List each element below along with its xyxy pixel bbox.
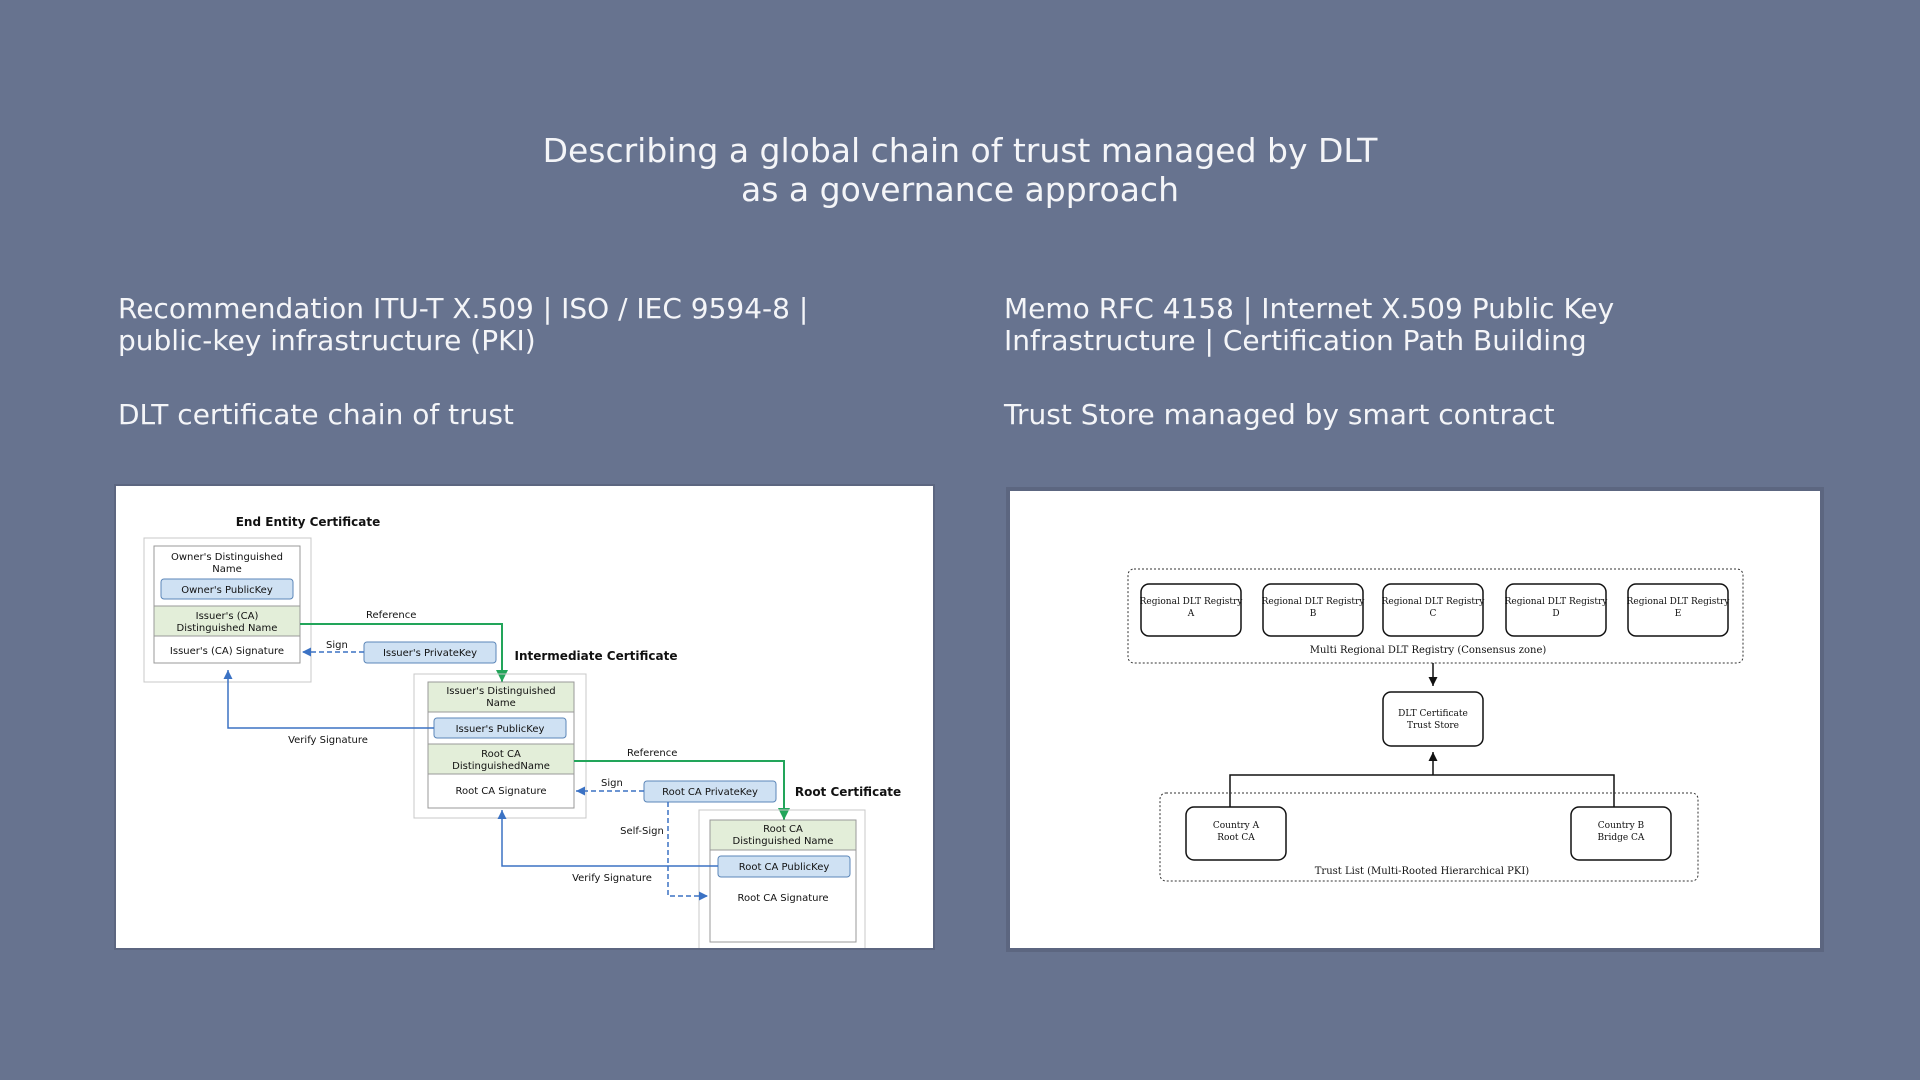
intermediate-title: Intermediate Certificate xyxy=(515,649,678,663)
registry-c: Regional DLT Registry C xyxy=(1382,583,1486,637)
ee-reference-arrow xyxy=(300,623,508,682)
end-entity-card xyxy=(153,545,301,664)
country-a-line-2: Root CA xyxy=(1217,833,1255,843)
int-verify-arrow xyxy=(497,810,718,867)
left-heading-line-1: Recommendation ITU-T X.509 | ISO / IEC 9… xyxy=(118,292,809,325)
right-heading-line-2: Infrastructure | Certification Path Buil… xyxy=(1004,324,1587,357)
registry-c-letter: C xyxy=(1430,609,1437,619)
int-sign-label: Sign xyxy=(601,778,623,789)
trust-list-label: Trust List (Multi-Rooted Hierarchical PK… xyxy=(1315,866,1530,877)
int-verify-label: Verify Signature xyxy=(572,873,652,884)
end-entity-title: End Entity Certificate xyxy=(236,515,381,529)
owner-publickey: Owner's PublicKey xyxy=(181,585,273,596)
trust-store-line-2: Trust Store xyxy=(1407,721,1459,731)
int-issuer-dn-box xyxy=(427,681,575,713)
left-heading-line-2: public-key infrastructure (PKI) xyxy=(118,324,536,357)
root-selfsign-arrow xyxy=(667,802,708,901)
root-dn-1: Root CA xyxy=(763,824,803,835)
left-subheading: DLT certificate chain of trust xyxy=(118,398,514,431)
ee-issuer-dn-1: Issuer's (CA) xyxy=(196,611,259,622)
registry-a-label: Regional DLT Registry xyxy=(1140,597,1244,607)
int-reference-arrow xyxy=(574,760,790,820)
ee-issuer-dn-2: Distinguished Name xyxy=(177,623,278,634)
int-root-dn-1: Root CA xyxy=(481,749,521,760)
country-a-box xyxy=(1185,806,1287,861)
right-heading-line-1: Memo RFC 4158 | Internet X.509 Public Ke… xyxy=(1004,292,1615,325)
owner-publickey-box xyxy=(160,578,294,600)
trust-store-svg: Regional DLT Registry A Regional DLT Reg… xyxy=(1127,568,1744,882)
int-reference-label: Reference xyxy=(627,748,677,759)
ee-verify-label: Verify Signature xyxy=(288,735,368,746)
country-a-line-1: Country A xyxy=(1213,821,1260,831)
ee-verify-arrow xyxy=(223,670,434,729)
int-signature: Root CA Signature xyxy=(455,786,546,797)
int-root-dn-box xyxy=(427,743,575,775)
int-root-dn-2: DistinguishedName xyxy=(452,761,550,772)
trust-store-line-1: DLT Certificate xyxy=(1398,709,1468,719)
pki-chain-svg: End Entity Certificate Owner's Distingui… xyxy=(143,515,901,955)
owner-dn-2: Name xyxy=(212,564,242,575)
ee-reference-label: Reference xyxy=(366,610,416,621)
trust-store-box xyxy=(1382,691,1484,747)
pki-chain-diagram: End Entity Certificate Owner's Distingui… xyxy=(114,484,935,955)
owner-dn-1: Owner's Distinguished xyxy=(171,552,283,563)
root-privatekey: Root CA PrivateKey xyxy=(662,787,758,798)
ee-issuer-dn-box xyxy=(153,605,301,637)
root-signature: Root CA Signature xyxy=(737,893,828,904)
registry-a-letter: A xyxy=(1187,609,1195,619)
slide-title: Describing a global chain of trust manag… xyxy=(0,131,1920,209)
left-heading: Recommendation ITU-T X.509 | ISO / IEC 9… xyxy=(118,293,808,357)
consensus-zone-label: Multi Regional DLT Registry (Consensus z… xyxy=(1310,645,1547,656)
trust-store-diagram: Regional DLT Registry A Regional DLT Reg… xyxy=(1006,487,1824,952)
issuer-privatekey: Issuer's PrivateKey xyxy=(383,648,477,659)
trust-list-connector xyxy=(1229,774,1615,813)
int-issuer-dn-2: Name xyxy=(486,698,516,709)
right-subheading: Trust Store managed by smart contract xyxy=(1004,398,1555,431)
registry-e-letter: E xyxy=(1675,609,1682,619)
root-title: Root Certificate xyxy=(795,785,901,799)
registry-e-label: Regional DLT Registry xyxy=(1627,597,1731,607)
registry-a: Regional DLT Registry A xyxy=(1140,583,1244,637)
right-heading: Memo RFC 4158 | Internet X.509 Public Ke… xyxy=(1004,293,1614,357)
country-b-line-2: Bridge CA xyxy=(1598,833,1645,843)
ee-signature: Issuer's (CA) Signature xyxy=(170,646,284,657)
registry-d: Regional DLT Registry D xyxy=(1505,583,1609,637)
consensus-zone xyxy=(1127,568,1744,664)
int-issuer-dn-1: Issuer's Distinguished xyxy=(446,686,555,697)
registry-e: Regional DLT Registry E xyxy=(1627,583,1731,637)
root-publickey: Root CA PublicKey xyxy=(739,862,830,873)
registry-b-label: Regional DLT Registry xyxy=(1262,597,1366,607)
root-dn-2: Distinguished Name xyxy=(733,836,834,847)
registry-b-letter: B xyxy=(1310,609,1317,619)
registry-b: Regional DLT Registry B xyxy=(1262,583,1366,637)
selfsign-label: Self-Sign xyxy=(620,826,664,837)
int-publickey: Issuer's PublicKey xyxy=(456,724,545,735)
trust-list-zone xyxy=(1159,792,1699,882)
title-line-2: as a governance approach xyxy=(741,170,1179,209)
registry-d-label: Regional DLT Registry xyxy=(1505,597,1609,607)
ee-sign-label: Sign xyxy=(326,640,348,651)
root-dn-box xyxy=(709,819,857,851)
country-b-box xyxy=(1570,806,1672,861)
registry-c-label: Regional DLT Registry xyxy=(1382,597,1486,607)
registry-d-letter: D xyxy=(1552,609,1559,619)
title-line-1: Describing a global chain of trust manag… xyxy=(542,131,1378,170)
country-b-line-1: Country B xyxy=(1598,821,1645,831)
